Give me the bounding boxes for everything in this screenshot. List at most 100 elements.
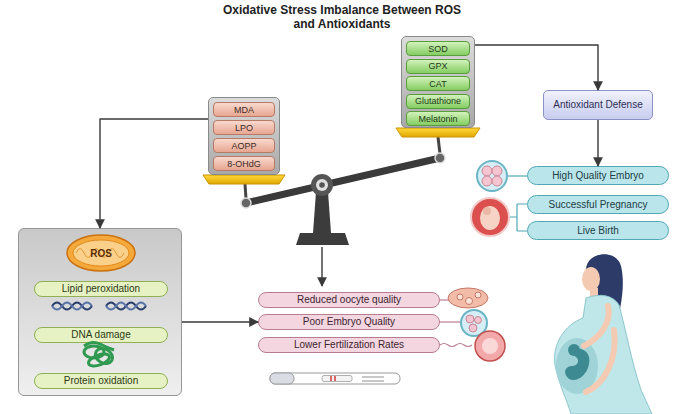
node-label: Melatonin <box>418 114 457 124</box>
node-label: GPX <box>428 61 447 71</box>
protein-coil <box>84 342 114 350</box>
outcome-pill: Reduced oocyte quality <box>258 292 440 308</box>
beam-joint <box>435 153 445 163</box>
protein-coil <box>93 345 116 366</box>
outcome-pill: Live Birth <box>527 221 669 240</box>
node-label: Poor Embryo Quality <box>303 316 395 328</box>
antioxidant-box: Glutathione <box>406 94 470 109</box>
outcome-pill: Poor Embryo Quality <box>258 314 440 330</box>
effect-pill: Protein oxidation <box>34 373 168 389</box>
test-marking <box>362 380 384 382</box>
node-label: MDA <box>234 105 254 115</box>
node-label: Protein oxidation <box>64 375 139 387</box>
scale-pivot <box>316 179 328 191</box>
ros-marker-box: MDA <box>213 102 275 117</box>
balance-scale <box>203 128 480 245</box>
antioxidant-box: GPX <box>406 59 470 74</box>
node-label: ROS <box>90 248 112 259</box>
scale-base <box>296 233 349 245</box>
scale-pan <box>203 175 285 184</box>
node-label: Live Birth <box>577 225 619 237</box>
process-box: Antioxidant Defense <box>543 90 653 120</box>
ros-marker-box: AOPP <box>213 138 275 153</box>
node-label: DNA damage <box>71 329 130 341</box>
outcome-pill: Lower Fertilization Rates <box>258 337 440 353</box>
ros-marker-box: 8-OHdG <box>213 156 275 171</box>
embryo-cell <box>492 176 502 186</box>
embryo-cell <box>482 166 492 176</box>
embryo-shell <box>461 310 487 336</box>
node-label: Antioxidant Defense <box>553 99 643 111</box>
pregnancy-test <box>270 373 400 384</box>
test-line <box>330 376 332 381</box>
test-cap <box>270 373 294 384</box>
pregnant-woman <box>555 254 652 414</box>
uterus-circle <box>471 198 509 236</box>
node-label: Successful Pregnancy <box>549 199 648 211</box>
flow-arrow <box>597 120 598 166</box>
node-label: Lower Fertilization Rates <box>294 339 404 351</box>
embryo-cell <box>469 324 477 332</box>
fetus <box>480 206 500 230</box>
test-line <box>334 376 336 381</box>
fetus <box>568 344 580 356</box>
embryo-cell <box>482 176 492 186</box>
node-label: SOD <box>428 44 448 54</box>
icon-leader <box>440 299 449 300</box>
embryo-shell <box>477 161 507 191</box>
pan-hanger <box>438 137 440 154</box>
neck <box>590 288 598 298</box>
bracket <box>509 204 527 231</box>
damage-panel: ROS Lipid peroxidationDNA damageProtein o… <box>18 228 182 396</box>
flow-arrow <box>100 119 208 228</box>
dna-strand <box>52 303 92 310</box>
dress <box>555 295 652 414</box>
scale-arrow <box>321 247 322 286</box>
face <box>582 267 600 291</box>
flow-arrow <box>475 45 598 90</box>
follicle <box>457 294 463 300</box>
dna-icon <box>52 303 146 310</box>
test-stick <box>270 373 400 384</box>
mitochondrion-shape <box>73 240 129 266</box>
belly <box>556 338 598 394</box>
mitochondrion: ROS <box>66 234 136 272</box>
protein-icon <box>84 342 115 368</box>
antioxidant-stack: SOD GPX CAT GlutathioneMelatonin <box>401 36 475 128</box>
node-label: Glutathione <box>415 96 461 106</box>
embryo-cell <box>466 315 474 323</box>
icon-leader <box>440 321 461 322</box>
node-label: 8-OHdG <box>227 159 261 169</box>
scale-post <box>313 192 331 233</box>
dna-strand <box>52 303 92 310</box>
mitochondrion-shape <box>67 235 135 271</box>
node-label: AOPP <box>231 141 256 151</box>
node-label: High Quality Embryo <box>552 170 644 182</box>
follicle <box>475 292 481 298</box>
marker-stack: MDA LPO AOPP 8-OHdG <box>208 97 280 175</box>
arm <box>584 306 609 346</box>
ros-marker-box: LPO <box>213 120 275 135</box>
follicle <box>466 298 473 305</box>
protein-coil <box>87 352 111 369</box>
protein-coil <box>84 346 104 358</box>
node-label: Lipid peroxidation <box>62 283 140 295</box>
embryo-cell <box>475 317 482 324</box>
scale-pivot <box>319 182 325 188</box>
fertilization-icon <box>440 331 505 361</box>
uterus-icon <box>471 198 527 236</box>
scale-pan <box>396 128 480 137</box>
embryo-cell <box>492 166 502 176</box>
node-label: Reduced oocyte quality <box>297 294 401 306</box>
antioxidant-box: CAT <box>406 76 470 91</box>
poor-embryo-icon <box>440 310 487 336</box>
dna-strand <box>106 303 146 310</box>
icon-leader <box>507 175 527 176</box>
hair <box>586 254 623 341</box>
ovary <box>448 288 488 308</box>
diagram-title: Oxidative Stress Imbalance Between ROS a… <box>222 3 462 31</box>
effect-pill: DNA damage <box>34 327 168 343</box>
test-marking <box>362 376 384 378</box>
